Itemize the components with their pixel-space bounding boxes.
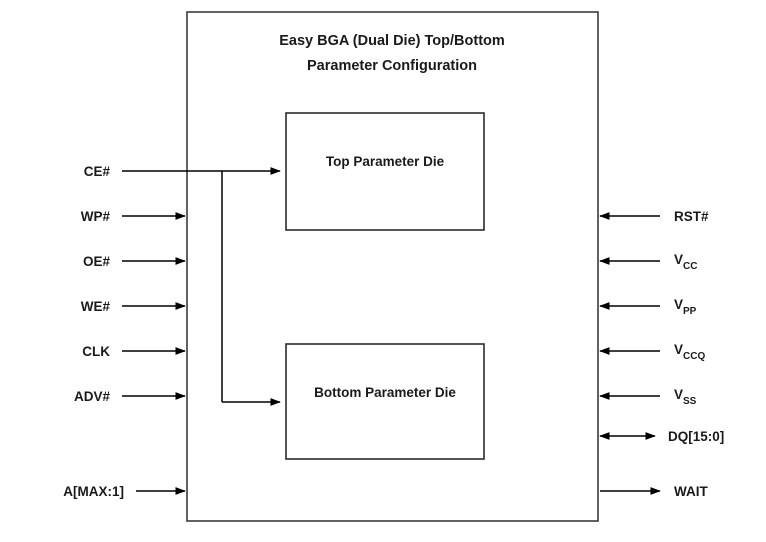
bottom-die-box: [285, 343, 485, 460]
signal-label-adv: ADV#: [74, 389, 111, 404]
signal-label-vss: VSS: [674, 387, 697, 407]
signal-label-oe: OE#: [83, 254, 111, 269]
signal-label-addr: A[MAX:1]: [63, 484, 124, 499]
diagram-title-line-2: Parameter Configuration: [307, 58, 477, 74]
bottom-die-label: Bottom Parameter Die: [314, 385, 456, 400]
signal-label-rst: RST#: [674, 209, 709, 224]
diagram-title-line-1: Easy BGA (Dual Die) Top/Bottom: [279, 33, 505, 49]
signal-label-vpp: VPP: [674, 297, 697, 317]
signal-label-we: WE#: [81, 299, 111, 314]
signal-label-vccq: VCCQ: [674, 342, 705, 362]
signal-label-clk: CLK: [82, 344, 110, 359]
signal-label-wait: WAIT: [674, 484, 708, 499]
signal-label-vcc: VCC: [674, 252, 697, 272]
signal-label-ce: CE#: [84, 164, 111, 179]
signal-label-dq: DQ[15:0]: [668, 429, 724, 444]
top-die-label: Top Parameter Die: [326, 154, 445, 169]
top-die-box: [285, 112, 485, 231]
signal-label-wp: WP#: [81, 209, 111, 224]
